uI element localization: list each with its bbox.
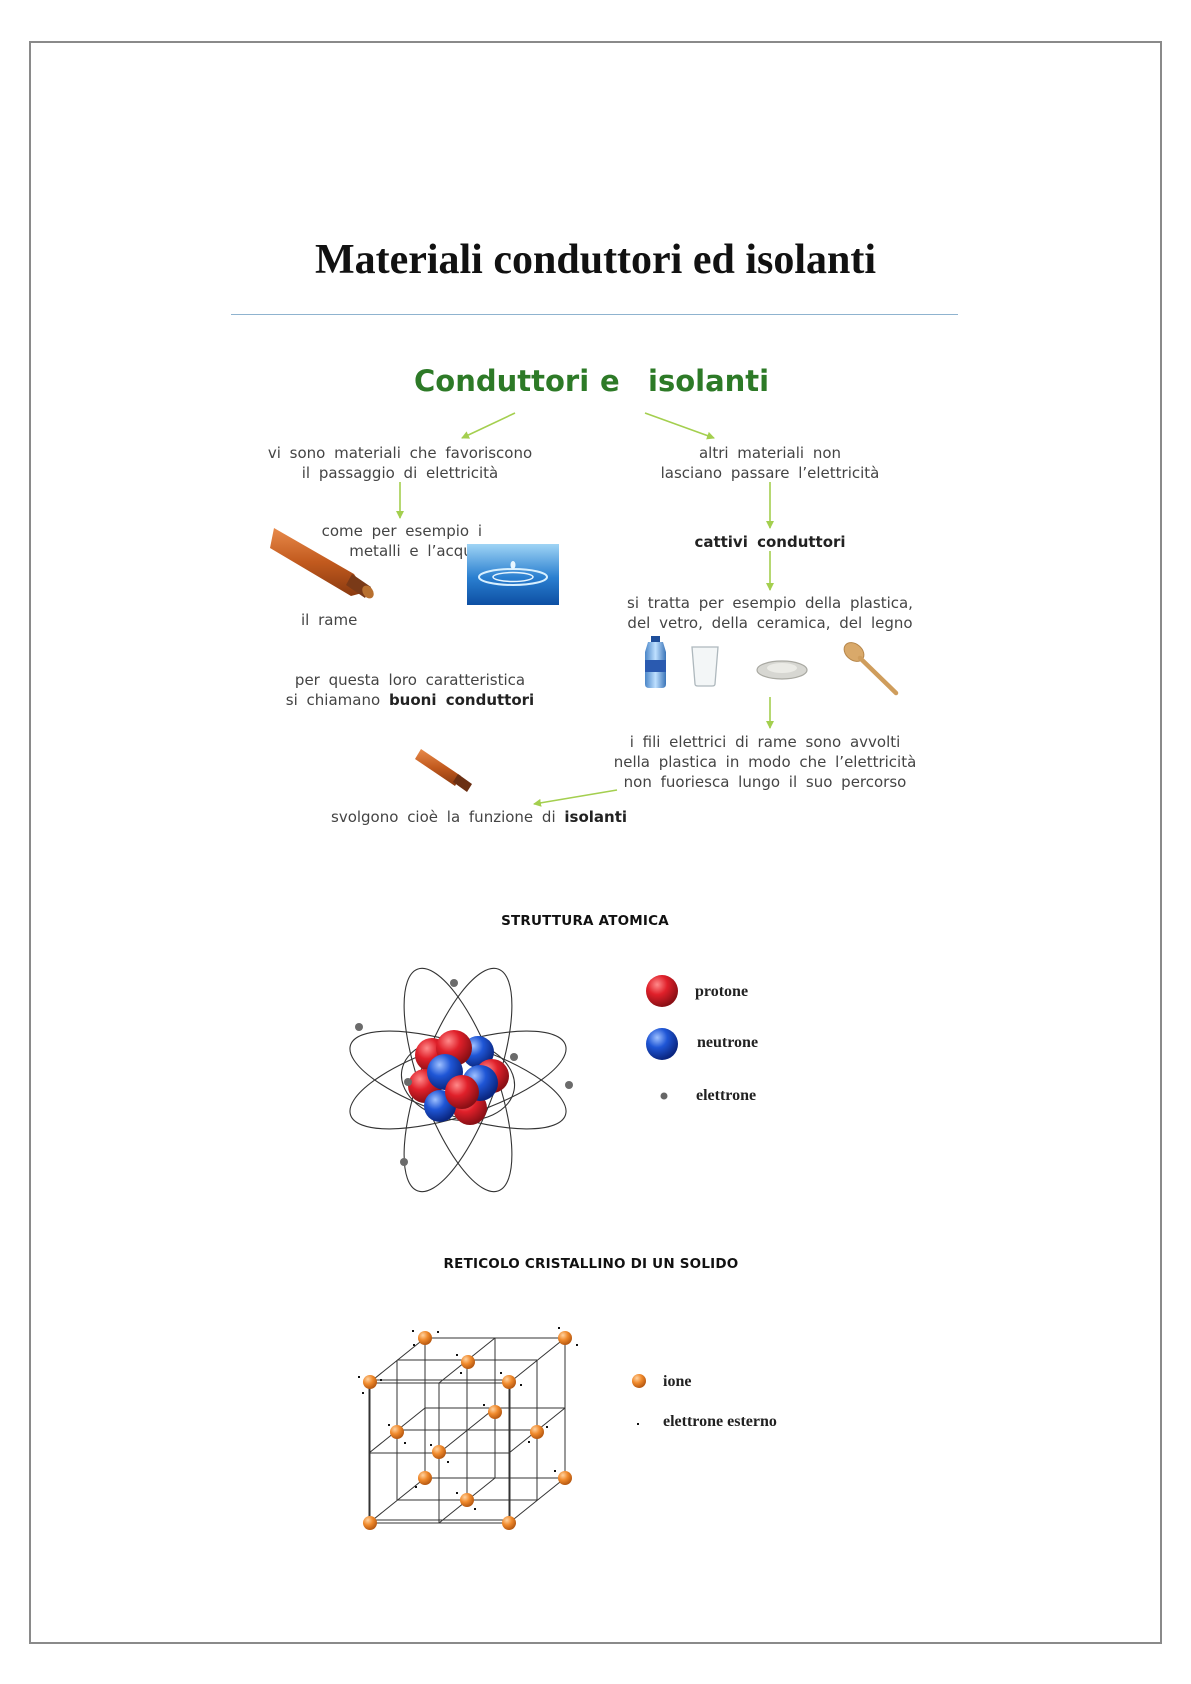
left-intro-line-1: vi sono materiali che favoriscono — [267, 444, 533, 462]
left-intro: vi sono materiali che favoriscono il pas… — [240, 443, 560, 483]
left-conclusion-line-2: si chiamano — [285, 691, 381, 709]
legend-proton: protone — [695, 983, 749, 1000]
page-title: Materiali conduttori ed isolanti — [314, 237, 877, 283]
glass-icon — [691, 646, 719, 687]
left-example-line-2: metalli e l’acqua — [349, 542, 482, 560]
arrow-to-right-intro — [644, 412, 715, 440]
left-conclusion: per questa loro caratteristica si chiama… — [250, 670, 570, 710]
page-frame — [29, 41, 1162, 1644]
proton-swatch — [646, 975, 678, 1007]
bad-conductors-text: cattivi conduttori — [694, 533, 846, 551]
ion-swatch — [632, 1374, 646, 1388]
map-heading-conduttori: Conduttori — [414, 364, 590, 398]
right-intro-line-2: lasciano passare l’elettricità — [660, 464, 880, 482]
wires-line-2: nella plastica in modo che l’elettricità — [613, 753, 917, 771]
atom-diagram — [349, 967, 573, 1193]
arrow-to-insulators — [533, 789, 618, 807]
copper-cable-icon — [270, 528, 374, 599]
legend-ion: ione — [663, 1373, 692, 1390]
nucleus — [408, 1030, 509, 1125]
insulators-line: svolgono cioè la funzione di — [331, 808, 556, 826]
lattice-title: RETICOLO CRISTALLINO DI UN SOLIDO — [443, 1256, 739, 1272]
left-example: come per esempio i metalli e l’acqua — [320, 521, 482, 561]
right-intro: altri materiali non lasciano passare l’e… — [610, 443, 930, 483]
left-conclusion-line-1: per questa loro caratteristica — [294, 671, 526, 689]
legend-electron: elettrone — [696, 1087, 757, 1104]
outer-electrons — [358, 1327, 578, 1510]
insulators-label: isolanti — [564, 808, 628, 826]
legend-neutron: neutrone — [697, 1034, 759, 1051]
arrow-to-left-intro — [461, 412, 516, 439]
right-example-line-1: si tratta per esempio della plastica, — [627, 594, 913, 612]
wooden-spoon-icon — [843, 642, 899, 696]
neutron-swatch — [646, 1028, 678, 1060]
wires-line-3: non fuoriesca lungo il suo percorso — [623, 773, 907, 791]
bad-conductors-label: cattivi conduttori — [620, 532, 920, 552]
atomic-structure-title: STRUTTURA ATOMICA — [501, 913, 669, 929]
insulated-cable-icon — [415, 749, 472, 792]
copper-label: il rame — [301, 611, 358, 629]
map-heading-isolanti: isolanti — [648, 364, 770, 398]
ions — [363, 1331, 572, 1530]
left-intro-line-2: il passaggio di elettricità — [301, 464, 499, 482]
plastic-bottle-icon — [645, 636, 666, 688]
electron-swatch — [660, 1092, 668, 1100]
electrons — [355, 979, 573, 1166]
title-divider — [231, 314, 958, 315]
water-drop-icon — [467, 544, 559, 605]
outer-electron-swatch — [637, 1423, 639, 1425]
ceramic-plate-icon — [756, 660, 808, 680]
wires-text: i fili elettrici di rame sono avvolti ne… — [590, 732, 940, 792]
right-intro-line-1: altri materiali non — [698, 444, 842, 462]
wires-line-1: i fili elettrici di rame sono avvolti — [629, 733, 901, 751]
insulators-text: svolgono cioè la funzione di isolanti — [331, 807, 627, 827]
right-example: si tratta per esempio della plastica, de… — [600, 593, 940, 633]
left-example-line-1: come per esempio i — [321, 522, 482, 540]
right-example-line-2: del vetro, della ceramica, del legno — [627, 614, 913, 632]
legend-outer-electron: elettrone esterno — [663, 1413, 777, 1430]
good-conductors-label: buoni conduttori — [388, 691, 535, 709]
map-heading-e: e — [600, 364, 620, 398]
crystal-lattice-diagram — [358, 1327, 578, 1530]
concept-map-arrows — [396, 412, 774, 807]
